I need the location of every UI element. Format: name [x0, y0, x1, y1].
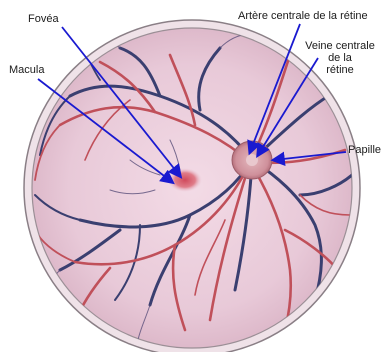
label-papille: Papille — [348, 144, 381, 156]
label-macula: Macula — [9, 64, 44, 76]
label-artere-centrale: Artère centrale de la rétine — [238, 10, 368, 22]
label-fovea: Fovéa — [28, 13, 59, 25]
label-veine-centrale: Veine centrale de la rétine — [305, 40, 375, 76]
fovea — [168, 168, 202, 192]
label-veine-line3: rétine — [305, 64, 375, 76]
label-veine-line1: Veine centrale — [305, 40, 375, 52]
label-veine-line2: de la — [305, 52, 375, 64]
